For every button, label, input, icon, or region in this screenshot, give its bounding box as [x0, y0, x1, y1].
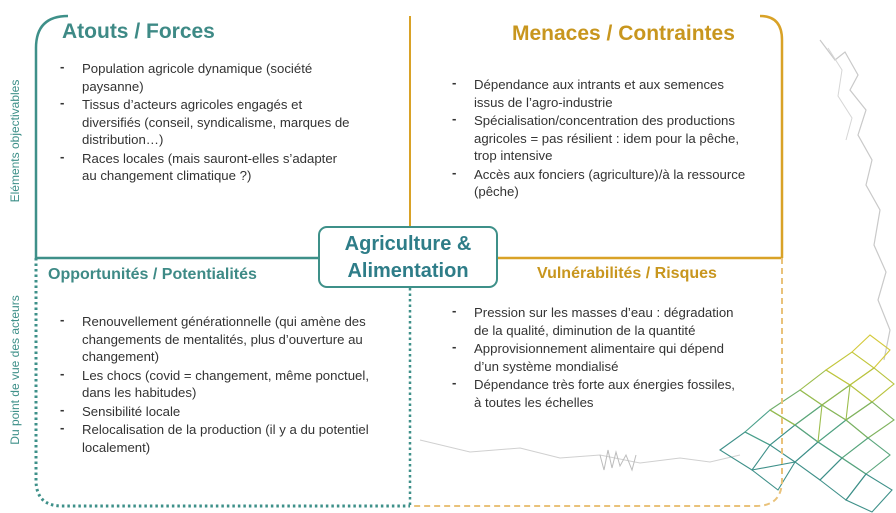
list-item: Spécialisation/concentration des product…	[452, 110, 748, 165]
threats-list: Dépendance aux intrants et aux semences …	[452, 74, 748, 202]
opportunities-title: Opportunités / Potentialités	[48, 266, 257, 283]
network-mesh-graphic	[719, 334, 895, 513]
list-item: Accès aux fonciers (agriculture)/à la re…	[452, 164, 748, 201]
side-label-objective: Eléments objectivables	[8, 79, 22, 203]
list-item: Relocalisation de la production (il y a …	[60, 419, 372, 456]
list-item: Dépendance très forte aux énergies fossi…	[452, 374, 742, 411]
vulnerabilities-list: Pression sur les masses d’eau : dégradat…	[452, 302, 742, 412]
list-item: Sensibilité locale	[60, 401, 372, 421]
list-item: Renouvellement générationnelle (qui amèn…	[60, 311, 372, 366]
side-label-actors: Du point de vue des acteurs	[8, 295, 22, 445]
list-item: Tissus d’acteurs agricoles engagés et di…	[60, 94, 350, 149]
list-item: Approvisionnement alimentaire qui dépend…	[452, 338, 742, 375]
strengths-title: Atouts / Forces	[62, 20, 215, 43]
list-item: Population agricole dynamique (société p…	[60, 58, 350, 95]
center-topic-box: Agriculture & Alimentation	[318, 226, 498, 288]
list-item: Races locales (mais sauront-elles s’adap…	[60, 148, 350, 185]
vulnerabilities-title: Vulnérabilités / Risques	[537, 265, 717, 282]
center-topic-line1: Agriculture &	[344, 233, 472, 255]
threats-title: Menaces / Contraintes	[512, 22, 735, 45]
list-item: Les chocs (covid = changement, même ponc…	[60, 365, 372, 402]
list-item: Pression sur les masses d’eau : dégradat…	[452, 302, 742, 339]
center-topic-line2: Alimentation	[347, 260, 469, 282]
opportunities-list: Renouvellement générationnelle (qui amèn…	[60, 311, 372, 457]
strengths-list: Population agricole dynamique (société p…	[60, 58, 350, 186]
list-item: Dépendance aux intrants et aux semences …	[452, 74, 748, 111]
